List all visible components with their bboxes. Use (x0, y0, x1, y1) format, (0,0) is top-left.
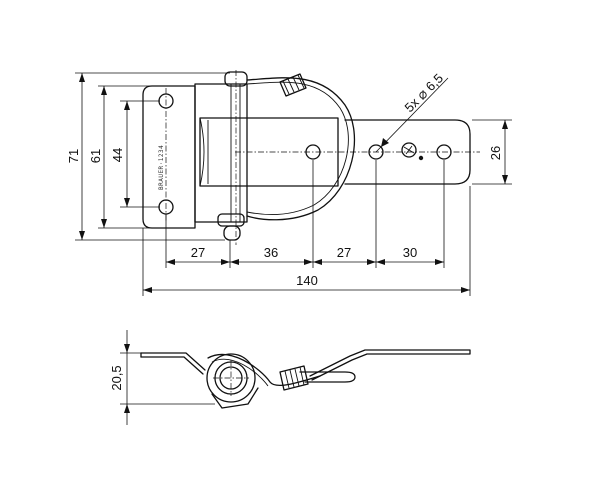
dim-seg-2: 36 (264, 245, 278, 260)
dim-hole-span-inner: 44 (110, 148, 125, 162)
hinge-knuckle (194, 83, 248, 223)
side-hinge-outer (206, 353, 256, 403)
lever-arm (199, 117, 339, 187)
strike-hole-left (368, 144, 384, 160)
side-strike-plate (309, 349, 471, 381)
side-wire-tail (299, 371, 356, 383)
dim-overall-height: 71 (66, 149, 81, 163)
spring-coil (279, 73, 307, 97)
dim-seg-1: 27 (191, 245, 205, 260)
side-view: 20,5 (109, 330, 471, 425)
dim-seg-3: 27 (337, 245, 351, 260)
wire-bail-inner (246, 81, 349, 216)
dim-strike-height: 26 (488, 146, 503, 160)
hole-callout: 5x ⌀ 6,5 (401, 70, 446, 115)
side-base-plate-under (140, 356, 204, 375)
lever-fold (199, 117, 205, 187)
dim-hole-span-outer: 61 (88, 149, 103, 163)
side-spring-coil (279, 365, 309, 391)
dim-overall-length: 140 (296, 273, 318, 288)
side-wire-2 (211, 358, 269, 387)
hole-leader (375, 77, 449, 153)
plate-engraving: BRAUER·1234 (158, 145, 165, 190)
dim-seg-4: 30 (403, 245, 417, 260)
hinge-pin-end (223, 225, 241, 241)
side-wire (207, 353, 321, 386)
logo-stamp (401, 142, 424, 161)
dim-side-height: 20,5 (109, 365, 124, 390)
top-view: BRAUER·1234 (66, 70, 512, 296)
base-plate (142, 85, 196, 229)
wire-bail (246, 77, 356, 221)
side-lever-tail (211, 387, 259, 409)
